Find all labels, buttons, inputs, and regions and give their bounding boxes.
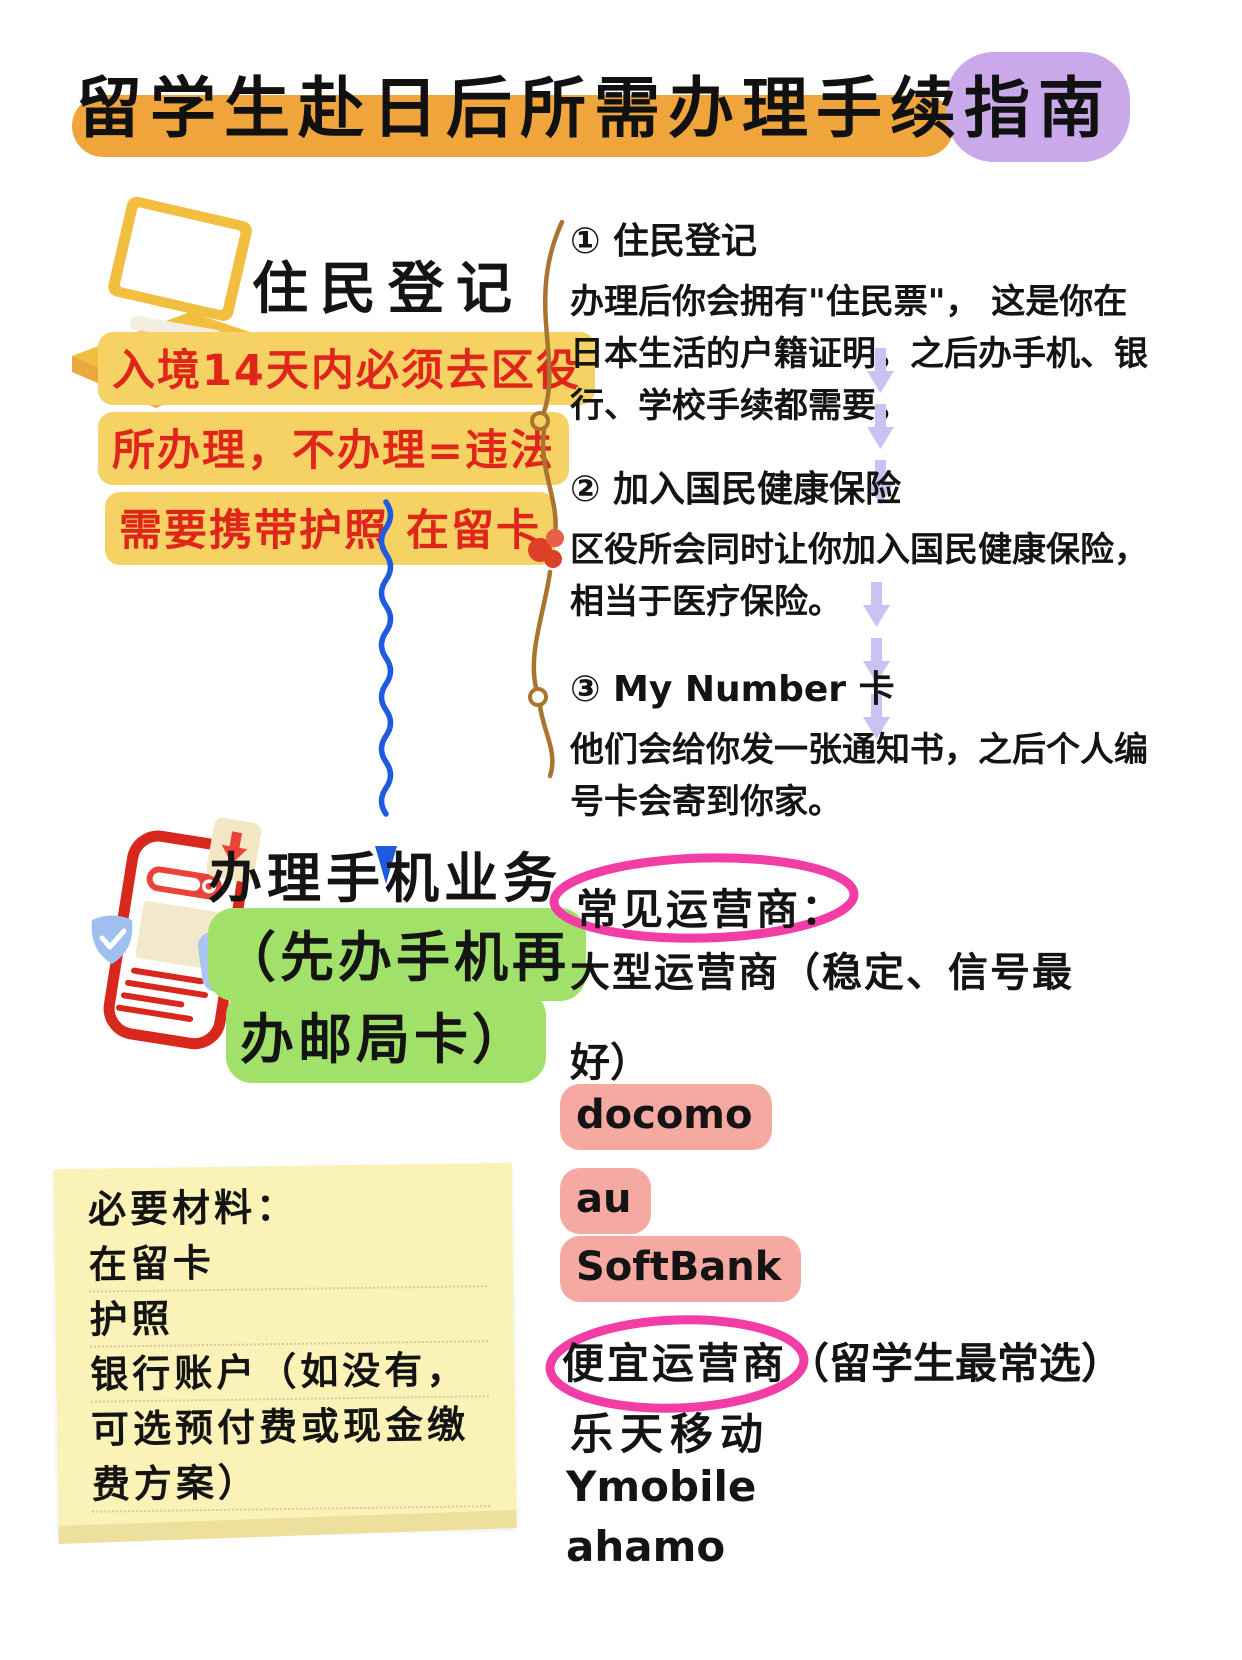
page-title-main: 留学生赴日后所需办理手续 — [76, 70, 964, 147]
materials-line: 银行账户（如没有， — [89, 1342, 489, 1403]
step-item-health-insurance: ② 加入国民健康保险 区役所会同时让你加入国民健康保险，相当于医疗保险。 — [570, 460, 1170, 628]
sticky-note-materials: 必要材料： 在留卡 护照 银行账户（如没有， 可选预付费或现金缴 费方案） — [53, 1162, 517, 1544]
cheap-carriers-row: 便宜运营商 （留学生最常选） — [562, 1330, 1123, 1391]
step-title: ③ My Number 卡 — [570, 669, 895, 710]
step-body: 区役所会同时让你加入国民健康保险，相当于医疗保险。 — [570, 530, 1148, 622]
large-carriers-desc-line2: 好） — [570, 1040, 650, 1086]
phone-heading: 办理手机业务 — [208, 847, 562, 910]
phone-subheading-line2: 办邮局卡） — [226, 990, 546, 1083]
warning-line: 所办理，不办理=违法 — [98, 412, 570, 485]
step-body: 办理后你会拥有"住民票"， 这是你在日本生活的户籍证明。之后办手机、银行、学校手… — [570, 282, 1148, 426]
materials-line: 费方案） — [91, 1452, 491, 1513]
step-body: 他们会给你发一张通知书，之后个人编号卡会寄到你家。 — [570, 730, 1148, 822]
warning-box: 入境14天内必须去区役 所办理，不办理=违法 需要携带护照 在留卡 — [98, 332, 595, 572]
resident-heading: 住民登记 — [252, 257, 524, 322]
cheap-carrier-ahamo: ahamo — [566, 1522, 726, 1571]
step-item-my-number-card: ③ My Number 卡 他们会给你发一张通知书，之后个人编号卡会寄到你家。 — [570, 660, 1170, 828]
page-title: 留学生赴日后所需办理手续指南 — [76, 55, 1112, 151]
carrier-pill-docomo: docomo — [560, 1084, 773, 1150]
materials-title: 必要材料： — [87, 1184, 299, 1232]
cheap-carrier-rakuten: 乐天移动 — [570, 1410, 770, 1460]
warning-line: 需要携带护照 在留卡 — [105, 492, 555, 565]
cheap-carrier-ymobile: Ymobile — [566, 1462, 757, 1511]
materials-line: 在留卡 — [88, 1232, 488, 1293]
step-title: ② 加入国民健康保险 — [570, 469, 902, 510]
sticky-note-fold — [58, 1509, 517, 1544]
step-title: ① 住民登记 — [570, 221, 758, 262]
cheap-carriers-label: 便宜运营商 — [562, 1339, 788, 1388]
cheap-carriers-note: （留学生最常选） — [787, 1339, 1124, 1388]
warning-line: 入境14天内必须去区役 — [98, 332, 595, 405]
page-title-highlight: 指南 — [964, 70, 1112, 147]
step-item-resident-registration: ① 住民登记 办理后你会拥有"住民票"， 这是你在日本生活的户籍证明。之后办手机… — [570, 212, 1170, 432]
large-carriers-desc-line1: 大型运营商（稳定、信号最 — [570, 950, 1074, 996]
carrier-pill-au: au — [560, 1168, 652, 1234]
carrier-pill-softbank: SoftBank — [560, 1236, 802, 1302]
phone-subheading-line1: （先办手机再 — [208, 908, 586, 1001]
materials-line: 可选预付费或现金缴 — [90, 1402, 470, 1452]
materials-line: 护照 — [89, 1287, 488, 1348]
common-carriers-label: 常见运营商： — [576, 885, 847, 934]
